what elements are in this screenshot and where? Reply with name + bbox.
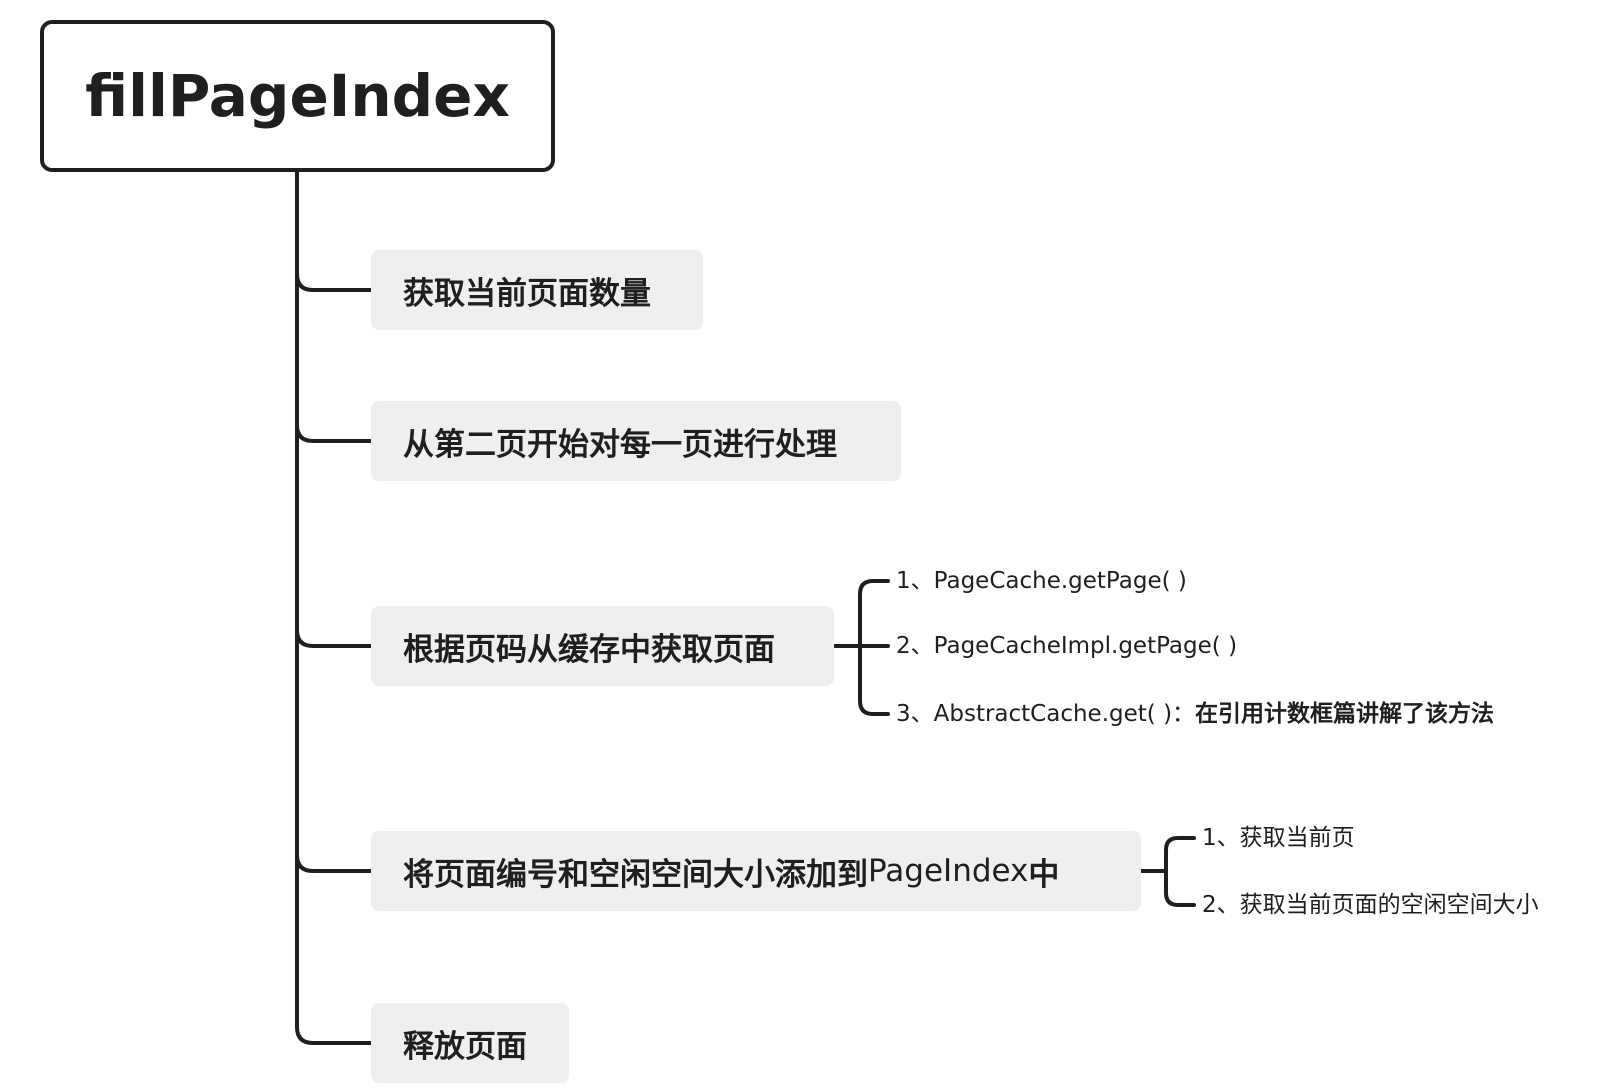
branch-4	[295, 853, 373, 873]
step-node-add-label-code: PageIndex	[868, 853, 1029, 889]
branch-2	[295, 423, 373, 443]
step-node-add-label-main: 将页面编号和空闲空间大小添加到	[403, 856, 868, 893]
step-node-get-page-from-cache: 根据页码从缓存中获取页面	[371, 606, 834, 686]
step-node-add-label-tail: 中	[1028, 856, 1060, 893]
subitem-get-current-page: 1、获取当前页	[1202, 825, 1355, 851]
subitem-get-free-space: 2、获取当前页面的空闲空间大小	[1202, 892, 1539, 918]
bracket-step3	[833, 579, 890, 716]
subitem-pagecache-getpage: 1、PageCache.getPage( )	[896, 568, 1187, 594]
subitem-abstractcache-get: 3、AbstractCache.get( )：在引用计数框篇讲解了该方法	[896, 699, 1494, 729]
subitem-abstractcache-get-text: 3、AbstractCache.get( )：	[896, 701, 1196, 727]
bracket-step4	[1140, 836, 1196, 907]
step-node-get-page-count: 获取当前页面数量	[371, 250, 703, 330]
trunk-line	[295, 170, 373, 1045]
step-node-release-page: 释放页面	[371, 1003, 569, 1083]
branch-1	[295, 272, 373, 292]
root-node-title: fillPageIndex	[40, 20, 555, 172]
subitem-abstractcache-get-note: 在引用计数框篇讲解了该方法	[1195, 701, 1495, 727]
subitem-pagecacheimpl-getpage: 2、PageCacheImpl.getPage( )	[896, 633, 1238, 659]
step-node-process-pages: 从第二页开始对每一页进行处理	[371, 401, 901, 481]
branch-3	[295, 628, 373, 648]
